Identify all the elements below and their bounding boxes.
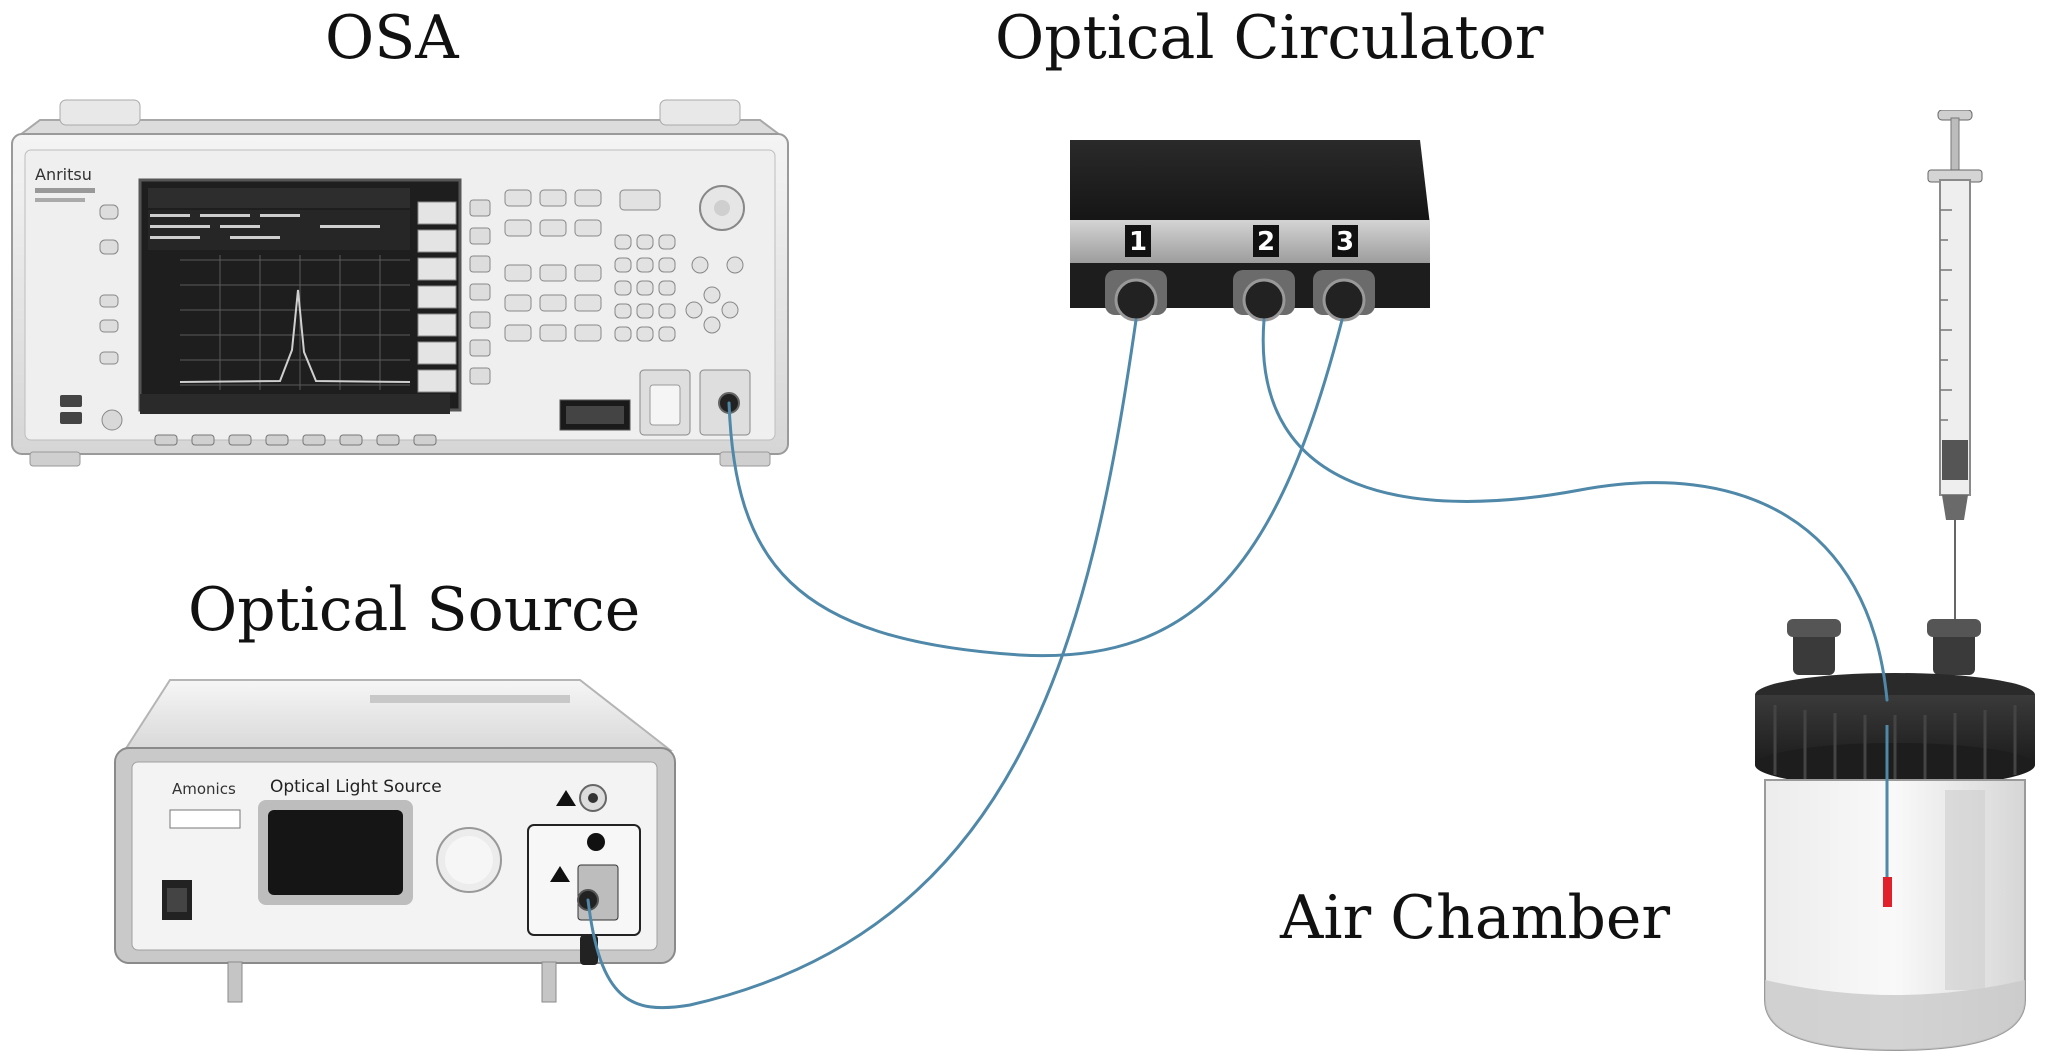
source-brand-text: Amonics	[172, 780, 236, 798]
optical-circulator: 1 2 3	[1070, 140, 1430, 322]
fiber-port1-to-source	[586, 318, 1138, 1010]
syringe	[1927, 110, 1983, 650]
osa-label: OSA	[325, 3, 459, 73]
chamber-label: Air Chamber	[1280, 883, 1671, 953]
port-1-connector	[1105, 270, 1167, 322]
port-3-label: 3	[1336, 227, 1354, 257]
osa-instrument: Anritsu	[11, 99, 789, 467]
circulator-label: Optical Circulator	[995, 3, 1544, 73]
source-panel-title: Optical Light Source	[270, 777, 442, 797]
port-3-connector	[1313, 270, 1375, 322]
osa-brand-text: Anritsu	[35, 165, 92, 184]
port-2-connector	[1233, 270, 1295, 322]
optical-source-instrument: Amonics Optical Light Source	[114, 679, 676, 1003]
port-2-label: 2	[1257, 227, 1275, 257]
port-1-label: 1	[1129, 227, 1147, 257]
sensor-tip	[1883, 877, 1892, 907]
source-label: Optical Source	[188, 575, 641, 645]
fiber-osa-to-port3	[727, 318, 1344, 658]
air-chamber-jar	[1755, 619, 2035, 1052]
fiber-port2-to-chamber	[1261, 318, 1889, 702]
